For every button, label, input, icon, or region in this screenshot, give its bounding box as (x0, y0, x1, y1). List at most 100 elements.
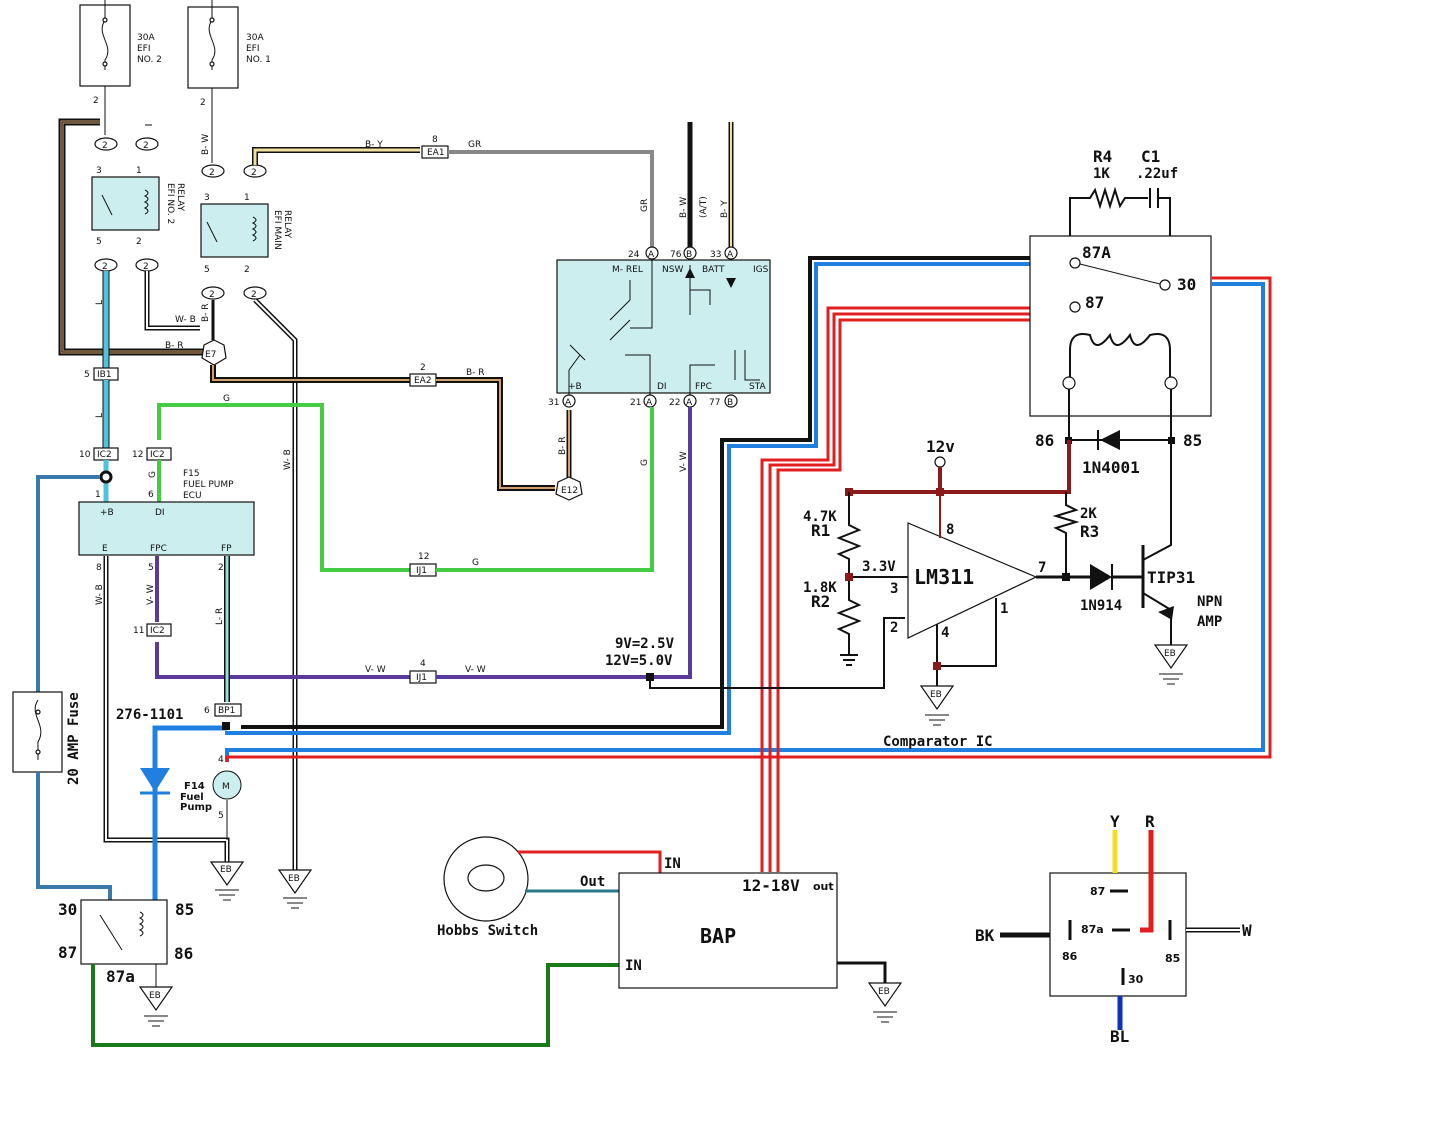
svg-text:L: L (95, 300, 105, 305)
svg-text:EB: EB (930, 690, 942, 700)
svg-text:8: 8 (432, 135, 438, 145)
svg-text:W: W (1242, 921, 1252, 940)
svg-text:4: 4 (420, 659, 426, 669)
svg-text:EB: EB (288, 874, 300, 884)
fuse-20-amp: 20 AMP Fuse (12, 691, 82, 785)
svg-text:4: 4 (941, 625, 949, 641)
svg-text:85: 85 (175, 900, 194, 919)
svg-text:1K: 1K (1093, 166, 1110, 182)
svg-text:2: 2 (244, 265, 250, 275)
svg-text:V- W: V- W (146, 584, 156, 605)
svg-text:IC2: IC2 (150, 626, 165, 636)
svg-text:B- R: B- R (165, 341, 184, 351)
svg-text:ECU: ECU (183, 491, 202, 501)
fuse-efi-no1: 30A EFI NO. 1 (187, 0, 271, 89)
svg-text:+B: +B (568, 382, 582, 392)
svg-text:IB1: IB1 (97, 370, 112, 380)
svg-text:LM311: LM311 (914, 565, 974, 589)
svg-text:IC2: IC2 (97, 450, 112, 460)
svg-text:NSW: NSW (662, 265, 683, 275)
svg-text:5: 5 (218, 811, 224, 821)
svg-text:33: 33 (710, 250, 721, 260)
svg-text:2: 2 (102, 262, 108, 272)
svg-text:6: 6 (204, 706, 210, 716)
svg-text:30A: 30A (246, 33, 264, 43)
svg-text:IN: IN (664, 856, 681, 872)
svg-text:BL: BL (1110, 1027, 1129, 1046)
svg-text:2: 2 (251, 290, 257, 300)
relay-efi-main: 2 2 3 1 5 2 2 2 EFI MAIN RELAY (200, 164, 292, 300)
svg-text:M- REL: M- REL (612, 265, 643, 275)
svg-text:2: 2 (143, 141, 149, 151)
svg-text:B- Y: B- Y (365, 140, 383, 150)
svg-text:11: 11 (133, 626, 144, 636)
svg-text:31: 31 (548, 398, 559, 408)
svg-text:Comparator IC: Comparator IC (883, 734, 993, 750)
svg-text:12v: 12v (926, 437, 955, 456)
fuel-pump-motor: M F14 Fuel Pump 4 5 (180, 755, 242, 840)
svg-text:A: A (648, 250, 655, 260)
bottom-fuel-relay: 30 85 87 86 87a EB (58, 899, 194, 1027)
svg-text:5: 5 (204, 265, 210, 275)
svg-text:87: 87 (1085, 293, 1104, 312)
svg-text:24: 24 (628, 250, 640, 260)
svg-text:2: 2 (251, 168, 257, 178)
svg-text:Hobbs Switch: Hobbs Switch (437, 923, 538, 939)
svg-text:1: 1 (95, 490, 101, 500)
svg-text:L: L (95, 413, 105, 418)
svg-text:NO. 1: NO. 1 (246, 55, 271, 65)
svg-text:BATT: BATT (702, 265, 725, 275)
svg-text:3.3V: 3.3V (862, 559, 896, 575)
svg-text:87A: 87A (1082, 243, 1111, 262)
svg-text:BK: BK (975, 926, 995, 945)
svg-text:RELAY: RELAY (282, 210, 292, 239)
svg-text:E: E (102, 544, 108, 554)
svg-text:B- R: B- R (466, 368, 485, 378)
svg-text:B- R: B- R (201, 303, 211, 322)
svg-text:6: 6 (148, 490, 154, 500)
svg-text:RELAY: RELAY (175, 183, 185, 212)
svg-text:GR: GR (640, 199, 650, 212)
svg-text:FUEL PUMP: FUEL PUMP (183, 480, 234, 490)
relay-pinout: Y R BK W BL 87 87a 86 85 30 (975, 812, 1252, 1046)
svg-text:G: G (472, 558, 479, 568)
svg-text:2: 2 (209, 290, 215, 300)
svg-text:85: 85 (1165, 952, 1180, 965)
svg-text:2: 2 (143, 262, 149, 272)
svg-text:R1: R1 (811, 521, 830, 540)
svg-text:5: 5 (148, 563, 154, 573)
relay-efi-no2: 2 2 3 1 5 2 2 2 EFI NO. 2 RELAY (91, 137, 185, 272)
svg-text:EFI: EFI (246, 44, 260, 54)
svg-text:.22uf: .22uf (1136, 166, 1178, 182)
svg-text:EFI MAIN: EFI MAIN (272, 210, 282, 250)
svg-text:77: 77 (709, 398, 720, 408)
svg-text:Out: Out (580, 874, 605, 890)
svg-text:W- B: W- B (95, 584, 105, 605)
svg-text:Y: Y (1110, 812, 1120, 831)
svg-text:V- W: V- W (465, 665, 486, 675)
svg-text:86: 86 (174, 944, 193, 963)
svg-text:IJ1: IJ1 (416, 673, 427, 683)
svg-text:B- Y: B- Y (720, 200, 730, 218)
svg-text:EB: EB (149, 991, 161, 1001)
svg-text:1: 1 (244, 193, 250, 203)
svg-text:G: G (640, 459, 650, 466)
svg-text:E12: E12 (561, 486, 578, 496)
svg-text:2: 2 (420, 363, 426, 373)
svg-text:8: 8 (96, 563, 102, 573)
svg-text:76: 76 (670, 250, 682, 260)
svg-text:2: 2 (209, 168, 215, 178)
svg-text:EB: EB (878, 987, 890, 997)
svg-text:10: 10 (79, 450, 91, 460)
svg-text:DI: DI (657, 382, 667, 392)
svg-text:1N4001: 1N4001 (1082, 458, 1140, 477)
svg-text:12: 12 (418, 552, 429, 562)
svg-text:2K: 2K (1080, 506, 1097, 522)
svg-text:IN: IN (625, 958, 642, 974)
svg-text:Fuel: Fuel (180, 792, 204, 803)
svg-text:BAP: BAP (700, 924, 736, 948)
svg-text:W- B: W- B (175, 315, 196, 325)
svg-text:12-18V: 12-18V (742, 876, 800, 895)
svg-text:21: 21 (630, 398, 641, 408)
svg-text:2: 2 (102, 141, 108, 151)
